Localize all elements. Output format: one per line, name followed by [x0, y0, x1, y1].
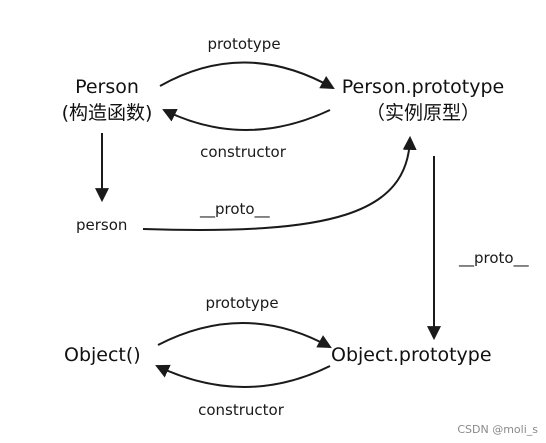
edge-label-constructor-bottom: constructor	[198, 401, 284, 419]
watermark-text: CSDN @moli_s	[457, 423, 538, 436]
node-person-constructor-name: Person	[75, 76, 139, 98]
edge-label-prototype-top: prototype	[207, 35, 281, 53]
arrow-prototype-top	[159, 61, 335, 90]
arrow-constructor-bottom	[155, 364, 331, 388]
node-person-constructor-sub: (构造函数)	[61, 102, 153, 124]
node-object-constructor: Object()	[64, 344, 141, 366]
edge-label-proto-instance: __proto__	[200, 200, 270, 218]
edge-label-proto-vertical: __proto__	[459, 249, 529, 267]
node-object-prototype: Object.prototype	[331, 344, 492, 366]
arrow-constructor-top	[162, 108, 331, 131]
edge-label-prototype-bottom: prototype	[205, 294, 279, 312]
edge-label-constructor-top: constructor	[200, 143, 286, 161]
node-person-prototype-sub: （实例原型）	[365, 102, 481, 124]
node-person-instance: person	[76, 216, 128, 234]
arrow-prototype-bottom	[157, 322, 332, 349]
node-person-prototype-name: Person.prototype	[341, 76, 505, 98]
arrow-instance-proto	[142, 135, 417, 231]
